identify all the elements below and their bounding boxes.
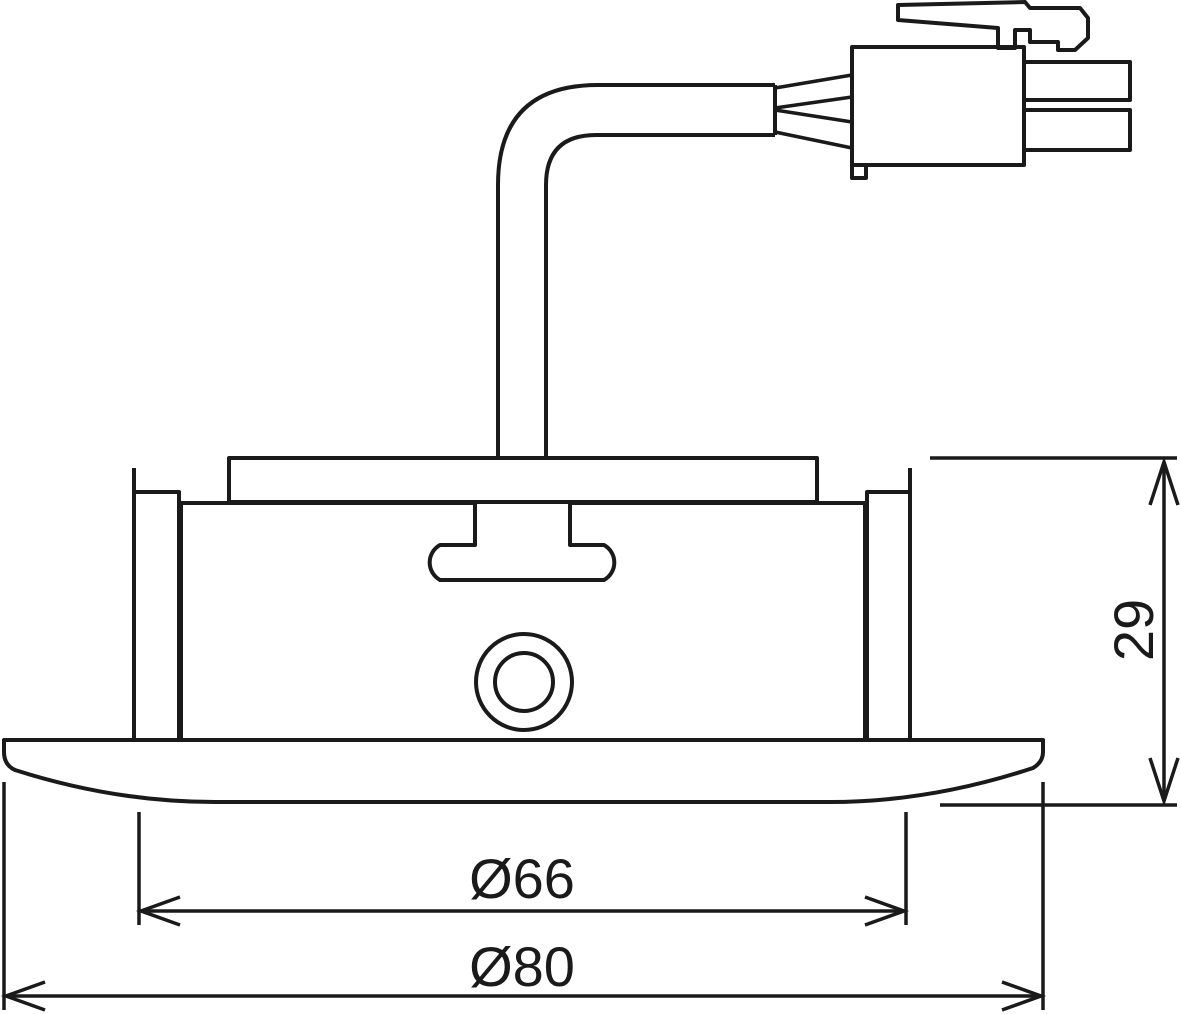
height-dimension: 29 (930, 456, 1180, 807)
connector-plug (850, 0, 1132, 180)
spring-clip-inner (493, 651, 555, 713)
spring-clip-outer (474, 632, 574, 732)
cable (496, 73, 853, 458)
outer-diameter-dimension: Ø80 (0, 782, 1047, 1012)
lamp-housing (132, 456, 912, 740)
inner-diameter-label: Ø66 (469, 847, 575, 910)
inner-diameter-dimension: Ø66 (135, 812, 910, 927)
height-label: 29 (1102, 599, 1165, 661)
cover-flange (2, 738, 1045, 804)
outer-diameter-label: Ø80 (469, 935, 575, 998)
